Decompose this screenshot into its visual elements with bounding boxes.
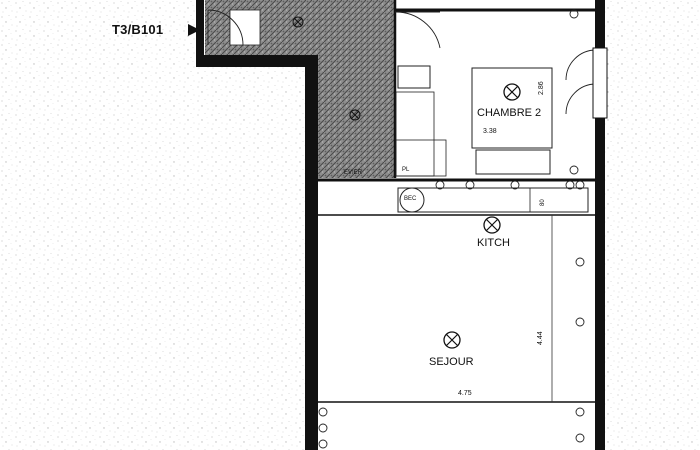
room-depth-living: 4.44 <box>537 331 544 345</box>
room-name-bedroom: CHAMBRE 2 <box>477 107 542 119</box>
light-bedroom <box>503 83 521 101</box>
window-bedroom <box>592 47 608 119</box>
light-hall <box>349 109 361 121</box>
fixture-label-sink: EVIER <box>344 170 363 176</box>
entry-arrow-icon <box>188 24 200 36</box>
fixture-label-pl: PL <box>402 167 410 173</box>
boiler-circle <box>399 187 425 213</box>
wardrobe-unit <box>475 149 551 175</box>
wall-left-entry <box>196 0 204 67</box>
outside-area-left <box>0 0 305 450</box>
room-depth-bedroom: 2.86 <box>538 81 545 95</box>
room-width-living: 4.75 <box>458 390 472 397</box>
wall-right <box>595 0 605 450</box>
fixture-label-counter-length: 80 <box>540 199 546 206</box>
light-sejour <box>443 331 461 349</box>
kitchen-counter <box>397 187 589 213</box>
wall-top-left <box>196 55 318 67</box>
fixture-label-boiler: BEC <box>404 196 417 202</box>
unit-label: T3/B101 <box>112 22 164 37</box>
light-kitchen <box>483 216 501 234</box>
door-swing-top <box>394 11 441 49</box>
room-width-bedroom: 3.38 <box>483 128 497 135</box>
room-name-kitchen: KITCH <box>477 237 510 249</box>
bedside-table <box>397 65 431 89</box>
room-name-living: SEJOUR <box>429 356 474 368</box>
light-wc <box>292 16 304 28</box>
socket-group <box>318 9 585 449</box>
window-swing-bedroom <box>565 49 597 115</box>
wall-left <box>305 58 318 450</box>
toilet-zone <box>229 9 261 46</box>
bedroom-shelf <box>395 139 447 177</box>
door-swing-bathroom <box>207 9 244 46</box>
bed <box>471 67 553 149</box>
outside-area-right <box>605 0 700 450</box>
